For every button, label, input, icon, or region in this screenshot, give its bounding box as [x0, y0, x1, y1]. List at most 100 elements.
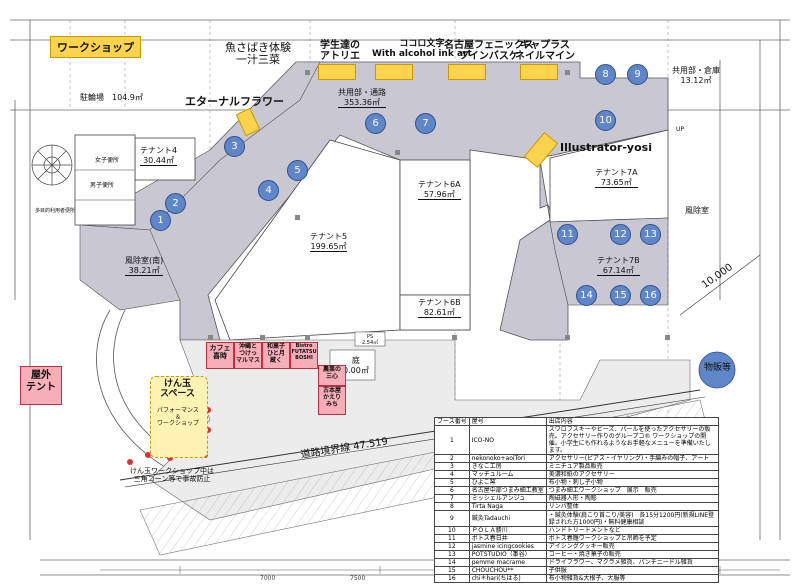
legend-cell: コーヒー・焼き菓子の販売	[545, 550, 720, 559]
booth-15: 15	[610, 285, 631, 306]
legend-cell: ICO-NO	[468, 425, 547, 455]
kokoro-tag	[375, 64, 413, 80]
outdoor-tent: 屋外 テント	[20, 366, 62, 405]
legend-cell: pemme macrame	[468, 558, 547, 567]
common-store: 共用部・倉庫 13.12㎡	[672, 66, 720, 85]
garden: 庭 0.00㎡	[343, 356, 369, 375]
legend-cell: 布小物・刺し子小物	[545, 478, 720, 487]
kendama-sub: パフォーマンス ＆ ワークショップ	[156, 407, 199, 428]
legend-cell: 7	[434, 494, 470, 503]
tenant4: テナント4 30.44㎡	[140, 146, 178, 167]
common-path: 共用部・通路 353.36㎡	[338, 88, 386, 109]
legend-cell: 3	[434, 462, 470, 471]
legend-cell: POTSTUDIO（黍谷）	[468, 550, 547, 559]
stall-nogyo: 農業の 三心	[318, 365, 346, 386]
capras-tag	[520, 64, 558, 80]
restroom-f: 女子便所	[95, 157, 120, 164]
stall-bistro: Bistro FUTATSU BOSHI	[290, 342, 318, 369]
legend-header: ブース番号屋号出店内容	[434, 417, 720, 426]
atelier-tag	[318, 64, 356, 80]
legend-cell: ひよこ窯	[468, 478, 547, 487]
legend-cell: 10	[434, 526, 470, 535]
legend-cell: アイシングクッキー販売	[545, 542, 720, 551]
legend-cell: 13	[434, 550, 470, 559]
tenant5: テナント5 199.65㎡	[310, 232, 348, 253]
booth-2: 2	[165, 193, 186, 214]
kendama-note: けん玉ワークショップ中は 三角コーン等で事故防止	[130, 467, 214, 483]
legend-cell: 2	[434, 454, 470, 463]
booth-7: 7	[415, 113, 436, 134]
booth-14: 14	[576, 285, 597, 306]
tenant7a: テナント7A 73.65㎡	[595, 168, 638, 189]
wind-south: 風除室(南) 38.21㎡	[125, 256, 164, 277]
legend-cell: きなこ工房	[468, 462, 547, 471]
wind-room: 風除室	[685, 206, 709, 215]
legend-cell: アクセサリー(ピアス・イヤリング)・手編みの帽子、アート	[545, 454, 720, 463]
kokoro-label: ココロ文字 With alcohol ink art	[372, 39, 472, 59]
legend-cell: chi＊hari(ちはる)	[468, 574, 547, 583]
stall-furuhon: 古本屋 かえり みち	[318, 386, 346, 415]
legend-cell: 1	[434, 425, 470, 455]
bike-room: 駐輪場 104.9㎡	[80, 93, 143, 102]
legend-cell: 6	[434, 486, 470, 495]
legend-cell: jasmine icingcookies	[468, 542, 547, 551]
legend-cell: 11	[434, 534, 470, 543]
legend-header-cell: 出店内容	[545, 417, 720, 426]
eternal-label: エターナルフラワー	[185, 95, 284, 108]
legend-cell: 9	[434, 510, 470, 527]
legend-cell: Tirta Naga	[468, 502, 547, 511]
capras-label: キャプラス ネイルマイン	[515, 40, 575, 62]
legend-cell: リンパ整体	[545, 502, 720, 511]
legend-cell: 美濃和紙のアクセサリー	[545, 470, 720, 479]
tenant6a: テナント6A 57.96㎡	[418, 180, 461, 201]
legend-cell: nekonoko+aoiTori	[468, 454, 547, 463]
legend-cell: CHOUCHOU**	[468, 566, 547, 575]
legend-cell: 名古屋中部つまみ細工教室	[468, 486, 547, 495]
legend-header-cell: ブース番号	[434, 417, 470, 426]
nagoya-tag	[448, 64, 486, 80]
workshop-label: ワークショップ	[50, 36, 141, 58]
dim-7000: 7000	[260, 575, 276, 582]
legend-cell: ハンドトリートメントなど	[545, 526, 720, 535]
multi-restroom: 多目的利用者便所	[35, 208, 76, 214]
legend-cell: ・鍼灸体験(肩こり首こり/美容) 各15分1200円(新規LINE登録された方1…	[545, 510, 720, 527]
mono-label: 物販等	[704, 363, 732, 373]
legend-cell: ＰＯＬＡ勝川	[468, 526, 547, 535]
booth-5: 5	[287, 160, 308, 181]
tenant7b: テナント7B 67.14㎡	[597, 256, 640, 277]
atelier-label: 学生達の アトリエ	[320, 40, 360, 62]
legend-cell: つまみ細工ワークショップ 展示 販売	[545, 486, 720, 495]
legend-cell: ボトス春日井	[468, 534, 547, 543]
booth-9: 9	[627, 64, 648, 85]
legend-cell: マッチュルーム	[468, 470, 547, 479]
legend-cell: 14	[434, 558, 470, 567]
legend-cell: 5	[434, 478, 470, 487]
tenant6b: テナント6B 82.61㎡	[418, 298, 461, 319]
legend-cell: 子供服	[545, 566, 720, 575]
legend-cell: ボトス春雛ワークショップと吊飾を予定	[545, 534, 720, 543]
legend-cell: 16	[434, 574, 470, 583]
legend-cell: 陶磁器人形・陶彫	[545, 494, 720, 503]
booth-10: 10	[595, 110, 616, 131]
nagoya-label: 名古屋フェニックス ツインバスケ	[444, 40, 534, 62]
ps-room: PS 2.54㎡	[362, 334, 379, 346]
legend-cell: ドライフラワー、マクラメ雑貨、パンチニードル雑貨	[545, 558, 720, 567]
legend-cell: 4	[434, 470, 470, 479]
booth-1: 1	[150, 210, 171, 231]
booth-16: 16	[640, 285, 661, 306]
legend-cell: ミッシェルアンジュ	[468, 494, 547, 503]
